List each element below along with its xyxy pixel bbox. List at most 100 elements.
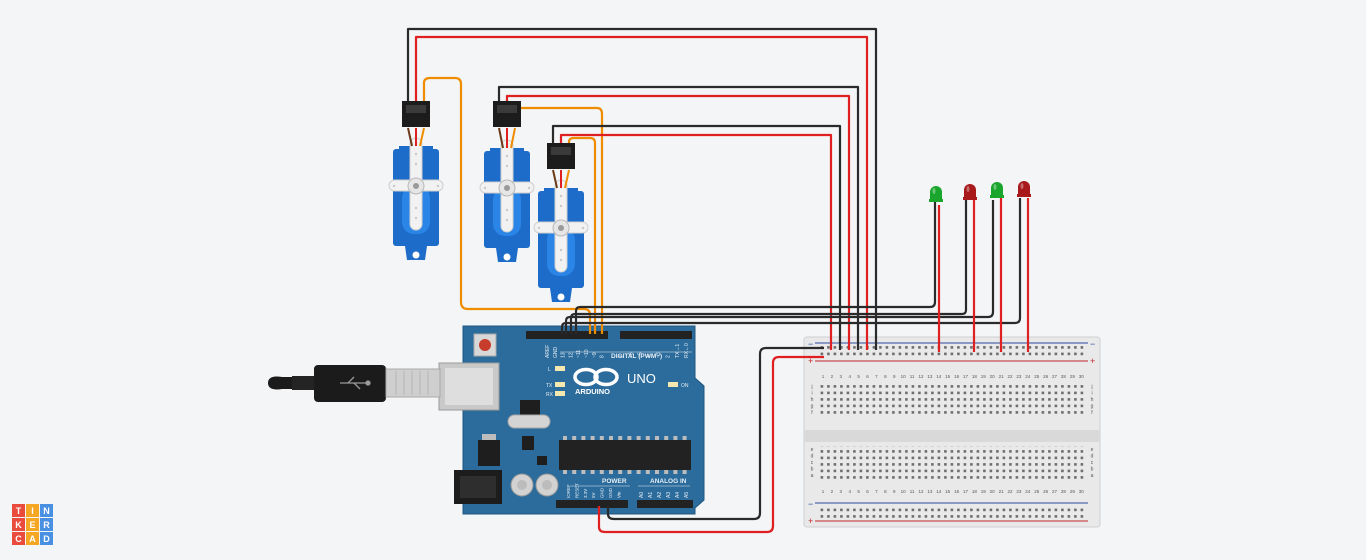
servo-motor[interactable] xyxy=(388,137,444,260)
column-number: 17 xyxy=(963,489,969,494)
column-number: 3 xyxy=(840,374,843,379)
pin-label: ~6 xyxy=(628,352,634,358)
green-led[interactable] xyxy=(990,182,1004,198)
column-number: 7 xyxy=(875,489,878,494)
power-header xyxy=(556,500,628,508)
servo-leads xyxy=(407,127,570,189)
arduino-logo-text: ARDUINO xyxy=(575,387,610,396)
led-label-tx: TX xyxy=(546,383,553,389)
wire-orange[interactable] xyxy=(513,103,604,334)
column-number: 29 xyxy=(1070,489,1076,494)
row-letter: h xyxy=(1091,397,1094,403)
column-number: 11 xyxy=(910,374,915,379)
column-number: 28 xyxy=(1061,489,1067,494)
pin-label: ~11 xyxy=(576,350,582,358)
leds xyxy=(929,181,1031,202)
wire-black[interactable] xyxy=(574,202,937,334)
column-number: 4 xyxy=(848,374,851,379)
logo-letter: I xyxy=(26,504,39,517)
wire-black[interactable] xyxy=(497,85,860,350)
pin-label: ~3 xyxy=(656,352,662,358)
column-number: 19 xyxy=(981,489,987,494)
wires[interactable] xyxy=(406,27,1030,534)
wire-black[interactable] xyxy=(606,346,824,521)
column-number: 2 xyxy=(831,374,834,379)
red-led[interactable] xyxy=(1017,181,1031,197)
red-led[interactable] xyxy=(963,184,977,200)
analog-header-label: ANALOG IN xyxy=(650,478,687,485)
wire-black[interactable] xyxy=(569,200,968,334)
power-header-label: POWER xyxy=(602,478,627,485)
column-number: 23 xyxy=(1016,374,1022,379)
column-number: 17 xyxy=(963,374,969,379)
row-letter: g xyxy=(1091,404,1094,410)
column-number: 12 xyxy=(918,489,924,494)
column-number: 8 xyxy=(884,374,887,379)
column-number: 1 xyxy=(822,489,825,494)
column-number: 22 xyxy=(1007,489,1013,494)
wire-orange[interactable] xyxy=(422,76,592,334)
wire-red[interactable] xyxy=(597,355,824,534)
wire-red[interactable] xyxy=(505,94,851,350)
column-number: 27 xyxy=(1052,374,1058,379)
pin-label: A2 xyxy=(657,492,663,498)
pin-label: A4 xyxy=(675,492,681,498)
pin-label: TX→1 xyxy=(675,344,681,358)
column-number: 4 xyxy=(848,489,851,494)
wire-red[interactable] xyxy=(559,133,833,350)
led-tx xyxy=(555,382,565,387)
row-letter: i xyxy=(1091,391,1092,397)
wire-orange[interactable] xyxy=(567,136,597,334)
pin-label: A3 xyxy=(666,492,672,498)
servo-motor[interactable] xyxy=(479,139,535,262)
pin-label: 5V xyxy=(591,492,596,498)
column-number: 24 xyxy=(1025,489,1031,494)
row-letter: d xyxy=(1091,454,1094,460)
column-number: 10 xyxy=(901,489,907,494)
rail-plus-label: + xyxy=(808,356,813,366)
column-number: 28 xyxy=(1061,374,1067,379)
usb-cable[interactable] xyxy=(268,365,441,402)
column-number: 6 xyxy=(866,489,869,494)
voltage-regulator xyxy=(478,440,500,466)
servo-connector xyxy=(547,143,575,169)
wire-black[interactable] xyxy=(560,198,1022,334)
digital-header-label: DIGITAL (PWM~) xyxy=(611,353,662,360)
pin-label: IOREF xyxy=(566,484,571,498)
column-number: 14 xyxy=(936,374,942,379)
column-number: 29 xyxy=(1070,374,1076,379)
wire-black[interactable] xyxy=(406,27,878,350)
row-letter: a xyxy=(1091,473,1094,479)
servo-motor[interactable] xyxy=(533,179,589,302)
pin-label: GND xyxy=(600,487,605,498)
terminal-strip-top xyxy=(820,383,1086,416)
power-rail-bottom xyxy=(820,505,1086,519)
row-letter: b xyxy=(1091,467,1094,473)
column-number: 16 xyxy=(954,374,960,379)
column-number: 5 xyxy=(857,374,860,379)
pin-label: 13 xyxy=(561,352,567,358)
column-number: 7 xyxy=(875,374,878,379)
pin-label: 7 xyxy=(619,355,625,358)
pin-label: A5 xyxy=(684,492,690,498)
green-led[interactable] xyxy=(929,186,943,202)
logo-letter: A xyxy=(26,532,39,545)
wire-black[interactable] xyxy=(551,124,842,350)
row-letter: j xyxy=(810,384,812,390)
row-letter: f xyxy=(811,410,813,416)
wire-red[interactable] xyxy=(414,35,869,350)
column-number: 20 xyxy=(990,489,996,494)
logo-letter: D xyxy=(40,532,53,545)
pin-label: 3.3V xyxy=(583,489,588,498)
pin-label: A0 xyxy=(639,492,645,498)
column-number: 10 xyxy=(901,374,907,379)
logo-letter: R xyxy=(40,518,53,531)
wire-black[interactable] xyxy=(564,200,995,334)
led-label-on: ON xyxy=(681,383,689,389)
